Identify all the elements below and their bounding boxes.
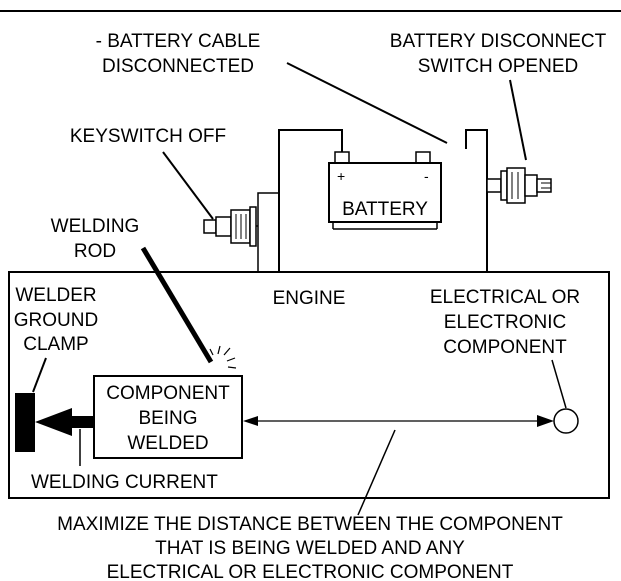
battery-label: BATTERY xyxy=(342,199,428,220)
battery-cable-label-line1: - BATTERY CABLE xyxy=(96,31,261,52)
caption-line1: MAXIMIZE THE DISTANCE BETWEEN THE COMPON… xyxy=(57,514,563,535)
component-welded-label-line3: WELDED xyxy=(127,433,208,454)
caption-line2: THAT IS BEING WELDED AND ANY xyxy=(155,538,465,559)
electrical-component-label-line1: ELECTRICAL OR xyxy=(430,287,580,308)
ground-clamp-label-line2: GROUND xyxy=(14,310,98,331)
caption-leader xyxy=(357,429,396,516)
battery-cable-leader xyxy=(286,62,448,144)
negative-battery-cable-disconnected xyxy=(465,129,488,272)
battery-cable-label-line2: DISCONNECTED xyxy=(102,56,254,77)
ground-clamp-label-line3: CLAMP xyxy=(23,334,88,355)
welding-rod-label-line2: ROD xyxy=(74,241,116,262)
distance-arrow-left-head xyxy=(243,416,258,426)
battery-disconnect-switch-icon xyxy=(486,167,552,204)
welding-rod-icon xyxy=(140,246,214,364)
electrical-component-leader xyxy=(551,359,567,409)
battery-plus-label: + xyxy=(337,168,345,184)
component-welded-label-line2: BEING xyxy=(138,408,197,429)
electrical-component-icon xyxy=(553,408,579,434)
battery-icon xyxy=(328,151,442,230)
disconnect-switch-leader xyxy=(509,79,527,161)
component-being-welded-box xyxy=(93,375,243,459)
welding-current-arrow xyxy=(35,408,94,436)
disconnect-switch-label-line2: SWITCH OPENED xyxy=(418,56,578,77)
electrical-component-label-line3: COMPONENT xyxy=(443,337,567,358)
keyswitch-wire xyxy=(257,192,279,272)
engine-box xyxy=(8,271,610,499)
disconnect-switch-label-line1: BATTERY DISCONNECT xyxy=(390,31,607,52)
ground-clamp-leader xyxy=(32,357,47,393)
component-welded-label-line1: COMPONENT xyxy=(106,383,230,404)
caption-line3: ELECTRICAL OR ELECTRONIC COMPONENT xyxy=(107,562,514,581)
battery-minus-label: - xyxy=(424,168,429,184)
ground-clamp-label-line1: WELDER xyxy=(15,285,96,306)
electrical-component-label-line2: ELECTRONIC xyxy=(444,312,566,333)
keyswitch-label: KEYSWITCH OFF xyxy=(70,126,226,147)
keyswitch-leader xyxy=(162,151,214,220)
engine-label: ENGINE xyxy=(273,288,346,309)
welding-current-label: WELDING CURRENT xyxy=(31,472,218,493)
positive-battery-cable xyxy=(278,129,343,272)
welding-rod-label-line1: WELDING xyxy=(51,216,140,237)
keyswitch-icon xyxy=(203,206,257,247)
distance-arrow-right-head xyxy=(537,415,554,427)
ground-clamp-icon xyxy=(15,393,35,452)
weld-spark-icon xyxy=(209,345,237,369)
